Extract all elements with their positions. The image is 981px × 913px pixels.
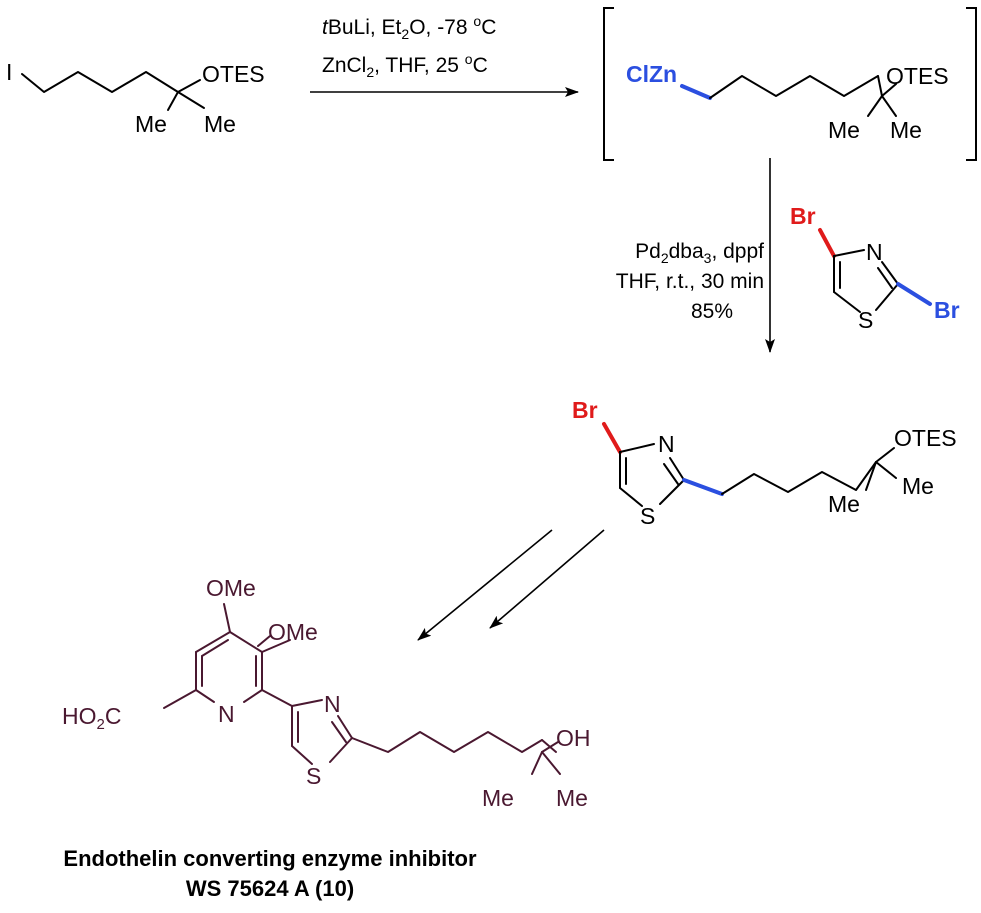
me-label: Me bbox=[828, 117, 860, 143]
yield-label: 85% bbox=[691, 300, 733, 323]
bond-to-me1 bbox=[867, 95, 883, 117]
ring-bond bbox=[875, 283, 899, 311]
otes-label: OTES bbox=[886, 63, 949, 89]
bond-to-o bbox=[881, 83, 897, 97]
quaternary-bond bbox=[877, 75, 883, 97]
ring-bond bbox=[619, 487, 643, 507]
c4-br-bond bbox=[818, 228, 836, 258]
bromine-label: Br bbox=[572, 397, 598, 423]
hydroxyl-label: OH bbox=[556, 725, 591, 751]
thiazole-s-label: S bbox=[306, 763, 321, 789]
ring-bond bbox=[881, 261, 899, 285]
me-label: Me bbox=[902, 473, 934, 499]
biaryl-bond-part bbox=[261, 639, 291, 653]
reaction-arrow bbox=[417, 529, 553, 641]
ring-double-bond bbox=[663, 463, 679, 485]
coupled-product: Br N S OTES Me Me bbox=[572, 397, 957, 529]
methoxy-label: OMe bbox=[268, 619, 318, 645]
organozinc-intermediate: ClZn OTES Me Me bbox=[603, 7, 977, 161]
bromine-label: Br bbox=[790, 203, 816, 229]
thiazole-n-label: N bbox=[324, 691, 341, 717]
final-product: OMe OMe N HO2C N S OH bbox=[62, 575, 591, 811]
right-bracket bbox=[966, 7, 977, 161]
biaryl-bond bbox=[261, 689, 293, 707]
bond-to-me2 bbox=[881, 95, 897, 117]
new-carbon-zinc-bond bbox=[680, 84, 712, 100]
ring-bond bbox=[337, 715, 353, 739]
ring-bond bbox=[291, 745, 313, 765]
ring-bond bbox=[291, 699, 323, 707]
reactant-chain bbox=[21, 71, 179, 93]
step2-arrow-group: Pd2dba3, dppf THF, r.t., 30 min 85% bbox=[616, 158, 775, 353]
step1-arrow-group: tBuLi, Et2O, -78 oC ZnCl2, THF, 25 oC bbox=[310, 13, 579, 97]
ring-bond bbox=[659, 479, 685, 505]
intermediate-chain bbox=[709, 75, 879, 99]
ring-double-bond bbox=[331, 721, 347, 743]
ring-bond bbox=[619, 443, 655, 453]
ring-bond bbox=[669, 457, 685, 481]
n-label: N bbox=[658, 431, 675, 457]
reaction-arrow bbox=[489, 529, 605, 629]
ring-bond bbox=[329, 737, 353, 763]
multistep-arrows bbox=[417, 529, 605, 641]
ring-bond bbox=[195, 689, 215, 703]
bond-to-oh bbox=[541, 741, 559, 753]
me-label: Me bbox=[890, 117, 922, 143]
clzn-label: ClZn bbox=[626, 61, 677, 87]
pyridine-n-label: N bbox=[218, 701, 235, 727]
caption-line2: WS 75624 A (10) bbox=[186, 876, 354, 901]
caption: Endothelin converting enzyme inhibitor W… bbox=[63, 846, 477, 901]
bond-to-me1 bbox=[167, 91, 179, 111]
ring-double-bond bbox=[877, 267, 893, 289]
quaternary-bond bbox=[541, 739, 557, 753]
me-label: Me bbox=[482, 785, 514, 811]
dibromothiazole-reagent: Br N S Br bbox=[790, 203, 960, 333]
c3-o-bond bbox=[257, 635, 271, 647]
ring-bond bbox=[229, 631, 263, 653]
bond-to-o bbox=[177, 79, 201, 93]
caption-line1: Endothelin converting enzyme inhibitor bbox=[63, 846, 477, 871]
bromine-label: Br bbox=[934, 297, 960, 323]
bond-to-o bbox=[875, 447, 895, 463]
ring-double-bond bbox=[201, 639, 229, 657]
ring-bond bbox=[833, 249, 865, 257]
reagents-line1: tBuLi, Et2O, -78 oC bbox=[322, 13, 496, 42]
iodine-label: I bbox=[6, 59, 12, 85]
bond-to-me2 bbox=[865, 461, 877, 491]
otes-label: OTES bbox=[202, 61, 265, 87]
c4-o-bond bbox=[223, 603, 231, 633]
me-label: Me bbox=[828, 491, 860, 517]
conditions-line2: THF, r.t., 30 min bbox=[616, 270, 764, 293]
me-label: Me bbox=[556, 785, 588, 811]
left-bracket bbox=[603, 7, 614, 161]
me-label: Me bbox=[204, 111, 236, 137]
s-label: S bbox=[640, 503, 655, 529]
me-label: Me bbox=[135, 111, 167, 137]
bond-to-me2 bbox=[177, 91, 205, 109]
new-carbon-carbon-bond bbox=[682, 478, 724, 496]
bond-to-me2 bbox=[541, 751, 561, 775]
product-chain bbox=[721, 461, 877, 495]
c2-br-bond bbox=[896, 282, 932, 306]
reactant-iodide: I OTES Me Me bbox=[6, 59, 265, 137]
reagents-line2: ZnCl2, THF, 25 oC bbox=[322, 51, 488, 80]
otes-label: OTES bbox=[894, 425, 957, 451]
methoxy-label: OMe bbox=[206, 575, 256, 601]
bond-to-me1 bbox=[531, 751, 543, 775]
ring-bond bbox=[195, 631, 231, 653]
ring-bond bbox=[833, 291, 861, 313]
bond-to-cooh bbox=[163, 689, 197, 709]
ring-bond bbox=[243, 689, 263, 703]
conditions-line1: Pd2dba3, dppf bbox=[635, 240, 764, 266]
carboxylic-acid-label: HO2C bbox=[62, 703, 121, 733]
final-chain bbox=[351, 731, 543, 753]
c4-br-bond bbox=[602, 422, 622, 454]
s-label: S bbox=[858, 307, 873, 333]
n-label: N bbox=[866, 239, 883, 265]
bond-to-me1 bbox=[875, 461, 897, 479]
